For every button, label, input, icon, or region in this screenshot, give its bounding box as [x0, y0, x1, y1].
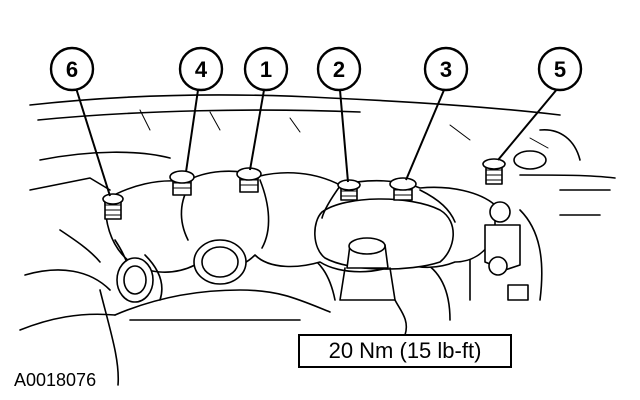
callout-label-3: 3 [440, 57, 452, 82]
bolt-5 [482, 158, 506, 185]
torque-spec-text: 20 Nm (15 lb-ft) [328, 338, 482, 363]
callout-label-5: 5 [554, 57, 566, 82]
torque-spec-box: 20 Nm (15 lb-ft) [298, 334, 512, 368]
bolt-1 [236, 167, 262, 193]
callout-6: 6 [49, 46, 95, 92]
bolt-2 [337, 179, 361, 201]
bolt-3 [389, 177, 417, 201]
callout-1: 1 [243, 46, 289, 92]
callout-3: 3 [423, 46, 469, 92]
exhaust-manifold [104, 170, 496, 303]
callout-4: 4 [178, 46, 224, 92]
callout-label-6: 6 [66, 57, 78, 82]
callout-5: 5 [537, 46, 583, 92]
bolt-6 [102, 193, 124, 220]
callout-label-1: 1 [260, 57, 272, 82]
engine-outline [19, 94, 616, 386]
callout-label-2: 2 [333, 57, 345, 82]
callout-label-4: 4 [195, 57, 208, 82]
bolt-4 [169, 170, 195, 196]
right-bracket [484, 150, 547, 301]
figure-id: A0018076 [14, 370, 97, 390]
callout-2: 2 [316, 46, 362, 92]
center-stud [339, 237, 408, 336]
leader-lines [75, 87, 559, 197]
